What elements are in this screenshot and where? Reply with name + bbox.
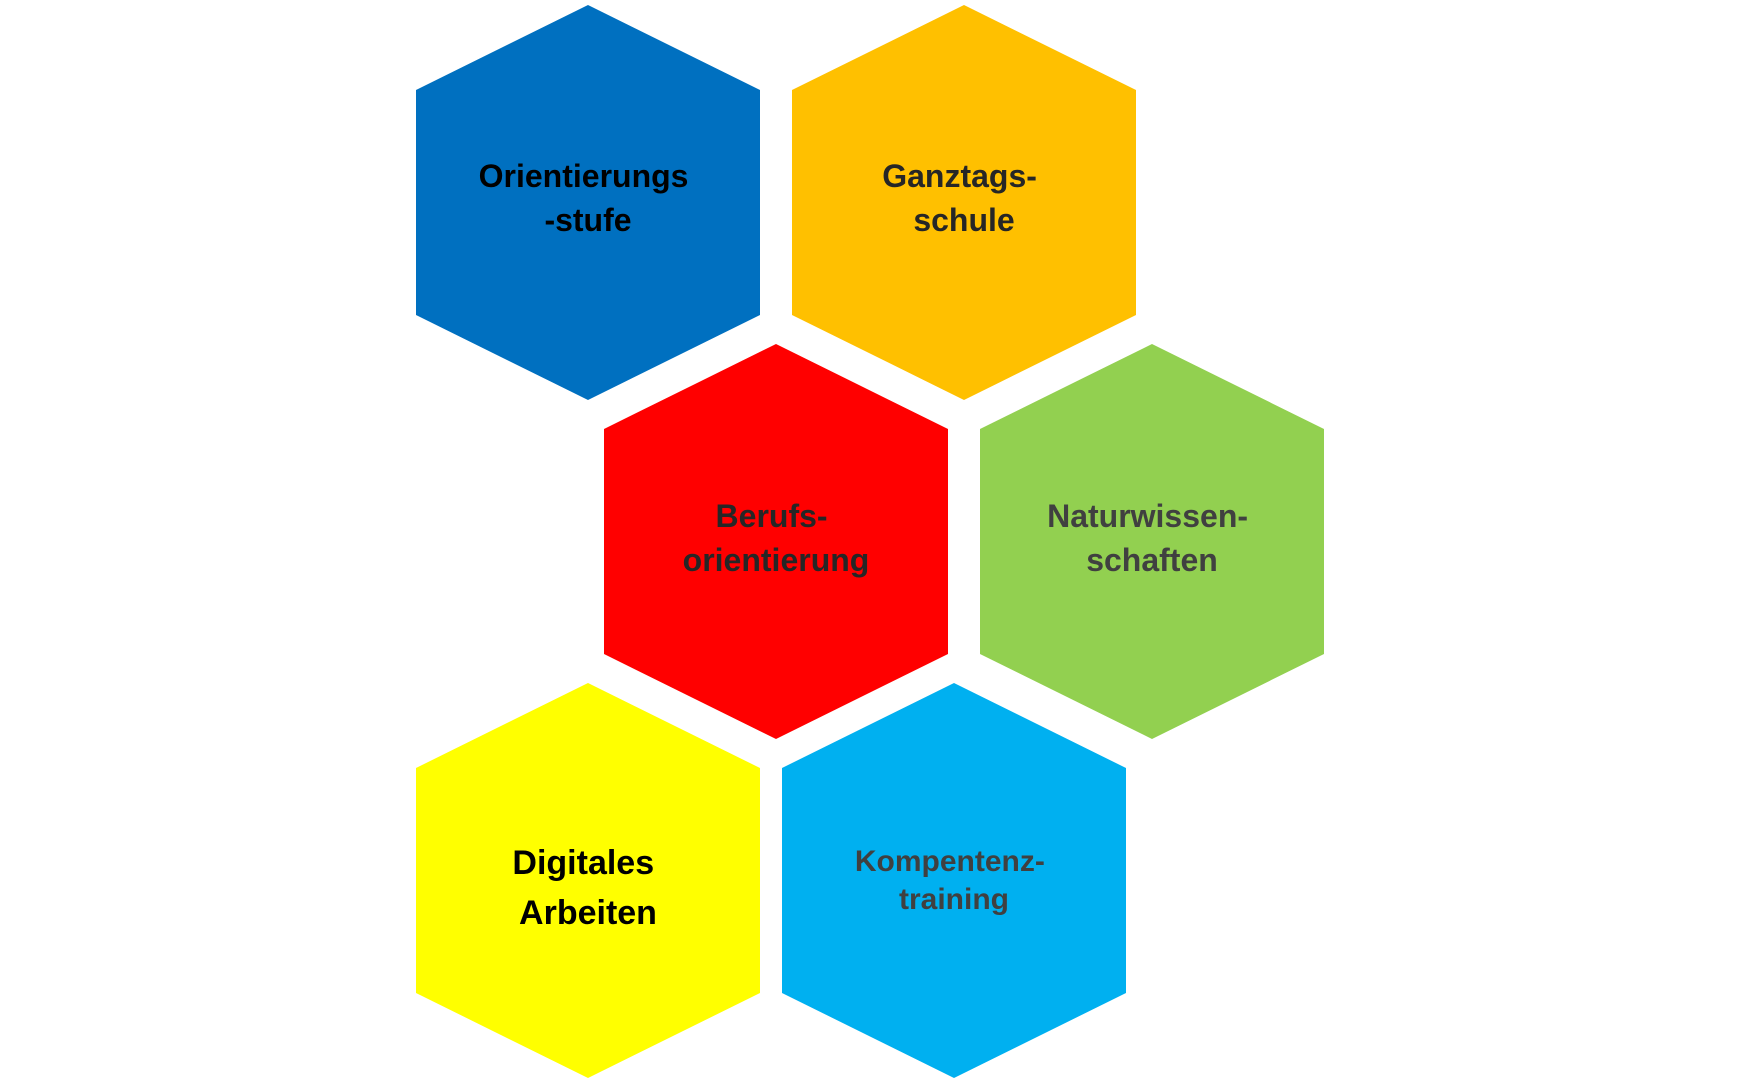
hexagon-ganztagsschule-line-2: schule xyxy=(913,202,1014,238)
hexagon-ganztagsschule-line-1: Ganztags- xyxy=(882,158,1037,194)
hexagon-orientierungsstufe-line-2: -stufe xyxy=(544,202,631,238)
hexagon-naturwissenschaften-label: Naturwissen- schaften xyxy=(1047,498,1257,578)
hexagon-kompetenztraining: Kompentenz- training xyxy=(782,683,1126,1078)
hexagon-naturwissenschaften-line-2: schaften xyxy=(1086,542,1218,578)
hexagon-orientierungsstufe-label: Orientierungs -stufe xyxy=(479,158,698,238)
hexagon-berufsorientierung-line-2: orientierung xyxy=(683,542,870,578)
hexagon-kompetenztraining-line-1: Kompentenz- xyxy=(855,845,1045,878)
hexagon-kompetenztraining-line-2: training xyxy=(899,883,1009,916)
hexagon-kompetenztraining-label: Kompentenz- training xyxy=(855,845,1053,916)
hexagon-ganztagsschule-shape xyxy=(792,5,1136,400)
hexagon-naturwissenschaften-line-1: Naturwissen- xyxy=(1047,498,1248,534)
hexagon-naturwissenschaften-shape xyxy=(980,344,1324,739)
hexagon-berufsorientierung-shape xyxy=(604,344,948,739)
hexagon-digitales-arbeiten-line-1: Digitales xyxy=(512,844,654,882)
hexagon-berufsorientierung: Berufs- orientierung xyxy=(604,344,948,739)
hexagon-digitales-arbeiten-label: Digitales Arbeiten xyxy=(512,844,663,932)
hexagon-digitales-arbeiten-line-2: Arbeiten xyxy=(519,894,657,932)
hexagon-ganztagsschule: Ganztags- schule xyxy=(792,5,1136,400)
hexagon-orientierungsstufe-line-1: Orientierungs xyxy=(479,158,689,194)
hexagon-digitales-arbeiten: Digitales Arbeiten xyxy=(416,683,760,1078)
hexagon-berufsorientierung-label: Berufs- orientierung xyxy=(683,498,870,578)
hexagon-berufsorientierung-line-1: Berufs- xyxy=(716,498,828,534)
hexagon-naturwissenschaften: Naturwissen- schaften xyxy=(980,344,1324,739)
hexagon-orientierungsstufe: Orientierungs -stufe xyxy=(416,5,760,400)
hexagon-ganztagsschule-label: Ganztags- schule xyxy=(882,158,1046,238)
hexagon-orientierungsstufe-shape xyxy=(416,5,760,400)
hexagon-kompetenztraining-shape xyxy=(782,683,1126,1078)
hexagon-digitales-arbeiten-shape xyxy=(416,683,760,1078)
